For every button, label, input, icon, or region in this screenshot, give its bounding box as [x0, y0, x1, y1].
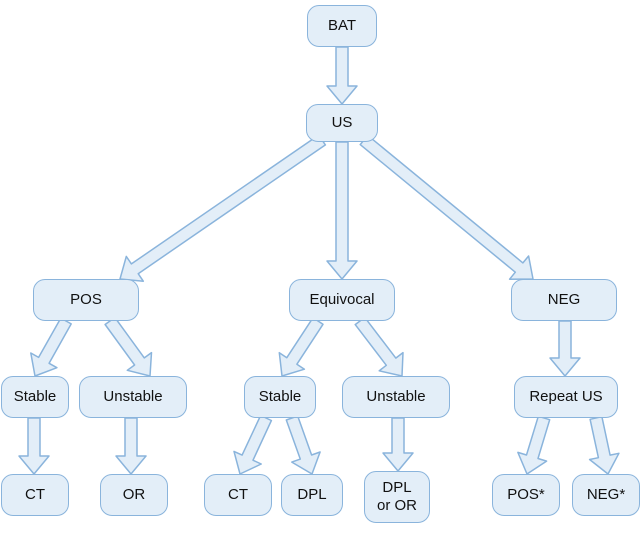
node-repeat-us: Repeat US	[514, 376, 618, 418]
arrow-repeat-pos	[517, 415, 551, 475]
arrow-unstable-or	[115, 417, 147, 475]
arrow-pos-stable	[30, 317, 72, 377]
node-pos-unstable: Unstable	[79, 376, 187, 418]
arrow-us-neg	[359, 134, 534, 280]
node-repeat-neg: NEG*	[572, 474, 640, 516]
node-eq-stable: Stable	[244, 376, 316, 418]
node-pos-unstable-or: OR	[100, 474, 168, 516]
arrow-us-equivocal	[326, 141, 358, 280]
node-repeat-pos: POS*	[492, 474, 560, 516]
node-eq-stable-dpl: DPL	[281, 474, 343, 516]
node-equivocal: Equivocal	[289, 279, 395, 321]
arrow-repeat-neg	[588, 415, 620, 475]
arrow-equivocal-unstable	[354, 316, 404, 377]
node-neg: NEG	[511, 279, 617, 321]
arrow-us-pos	[119, 134, 327, 282]
node-pos-stable: Stable	[1, 376, 69, 418]
arrow-stable-ct	[18, 417, 50, 475]
node-pos: POS	[33, 279, 139, 321]
arrow-pos-unstable	[104, 316, 153, 377]
node-pos-stable-ct: CT	[1, 474, 69, 516]
node-eq-unstable-dpl-or: DPL or OR	[364, 471, 430, 523]
node-bat: BAT	[307, 5, 377, 47]
arrow-eqstable-ct	[233, 414, 273, 475]
arrow-eqstable-dpl	[285, 415, 321, 475]
arrow-equnstable-dplor	[382, 417, 414, 472]
node-us: US	[306, 104, 378, 142]
node-eq-stable-ct: CT	[204, 474, 272, 516]
arrow-bat-us	[326, 46, 358, 105]
node-eq-unstable: Unstable	[342, 376, 450, 418]
arrow-equivocal-stable	[278, 316, 324, 377]
arrow-neg-repeat	[549, 320, 581, 377]
